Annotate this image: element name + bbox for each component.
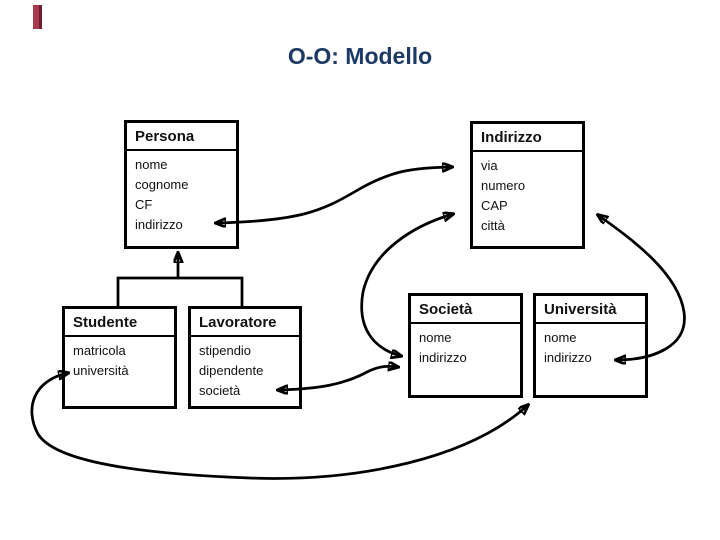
- class-title-indirizzo: Indirizzo: [473, 124, 582, 152]
- class-field: CAP: [481, 198, 508, 213]
- class-field: matricola: [73, 343, 126, 358]
- class-title-lavoratore: Lavoratore: [191, 309, 299, 337]
- slide-accent-bar: [33, 5, 42, 29]
- class-fields-lavoratore: stipendio dipendente società: [191, 337, 299, 405]
- class-box-studente: Studente matricola università: [62, 306, 177, 409]
- class-field: numero: [481, 178, 526, 193]
- class-field: nome: [544, 330, 577, 345]
- class-fields-societa: nome indirizzo: [411, 324, 520, 372]
- class-field: nome: [419, 330, 452, 345]
- class-field: indirizzo: [544, 350, 592, 365]
- class-title-universita: Università: [536, 296, 645, 324]
- class-box-societa: Società nome indirizzo: [408, 293, 523, 398]
- class-field: città: [481, 218, 505, 233]
- class-title-persona: Persona: [127, 123, 236, 151]
- class-box-lavoratore: Lavoratore stipendio dipendente società: [188, 306, 302, 409]
- class-field: nome: [135, 157, 168, 172]
- class-fields-studente: matricola università: [65, 337, 174, 385]
- edge-generalization-branches: [116, 276, 244, 309]
- class-field: CF: [135, 197, 153, 212]
- slide-title: O-O: Modello: [287, 43, 433, 69]
- class-box-universita: Università nome indirizzo: [533, 293, 648, 398]
- class-field: indirizzo: [135, 217, 183, 232]
- class-field: indirizzo: [419, 350, 467, 365]
- class-field: stipendio: [199, 343, 252, 358]
- class-title-societa: Società: [411, 296, 520, 324]
- class-field: società: [199, 383, 241, 398]
- class-field: cognome: [135, 177, 189, 192]
- class-field: dipendente: [199, 363, 264, 378]
- class-title-studente: Studente: [65, 309, 174, 337]
- class-fields-universita: nome indirizzo: [536, 324, 645, 372]
- class-field: università: [73, 363, 129, 378]
- edge-persona-indirizzo: [216, 167, 452, 223]
- class-field: via: [481, 158, 498, 173]
